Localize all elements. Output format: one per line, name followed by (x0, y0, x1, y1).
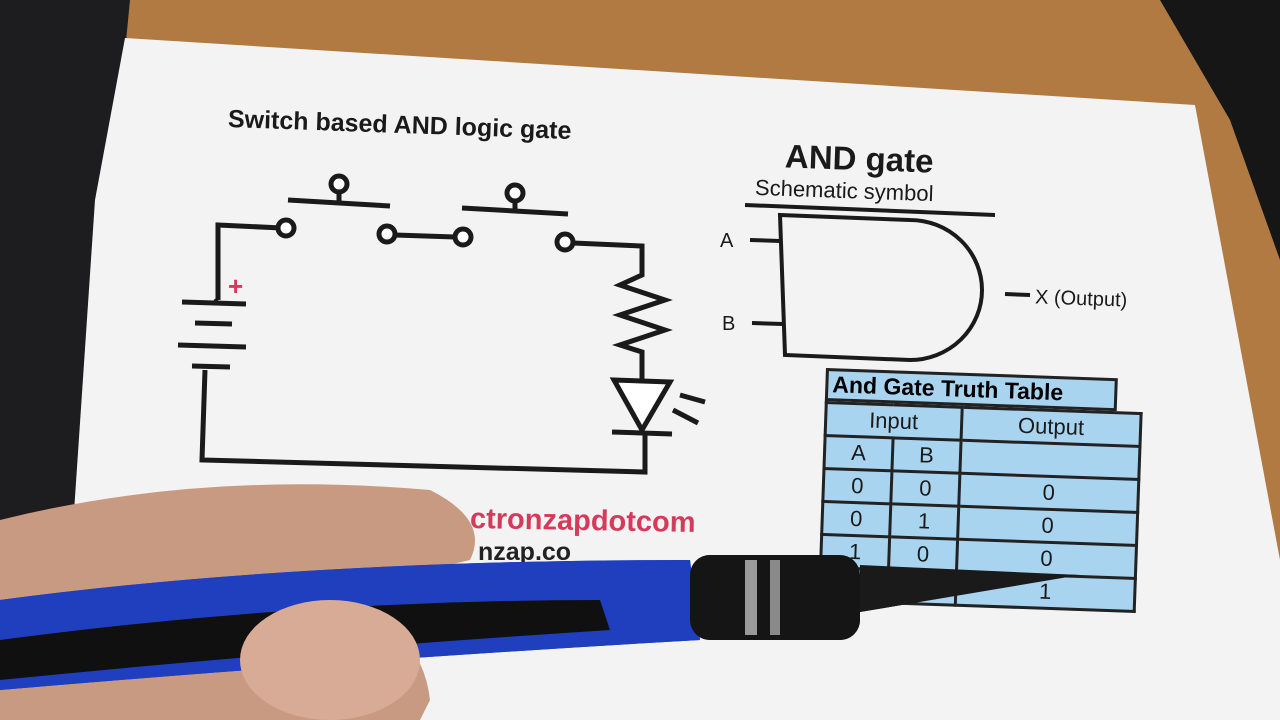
column-header: B (891, 437, 961, 474)
website-text-2: nzap.co (478, 538, 572, 566)
website-text: ctronzapdotcom (469, 503, 696, 539)
cell: 0 (890, 470, 960, 507)
dark-device-right (1160, 0, 1280, 260)
cell: 1 (820, 534, 890, 570)
and-gate-symbol (744, 203, 1031, 363)
cell (887, 569, 957, 606)
cell: 0 (821, 501, 891, 537)
circuit-diagram (177, 173, 706, 475)
gate-input-b-label: B (722, 313, 736, 335)
group-header: Input (825, 402, 963, 441)
gate-title: AND gate (784, 137, 935, 180)
gate-input-a-label: A (720, 230, 734, 252)
cell (819, 567, 889, 603)
cell: 1 (955, 572, 1136, 612)
cell: 1 (889, 503, 959, 540)
gate-output-label: X (Output) (1034, 286, 1128, 312)
battery-plus-sign: + (228, 271, 243, 301)
cell: 0 (822, 468, 892, 504)
cell: 0 (888, 536, 958, 573)
column-header: A (823, 435, 894, 471)
